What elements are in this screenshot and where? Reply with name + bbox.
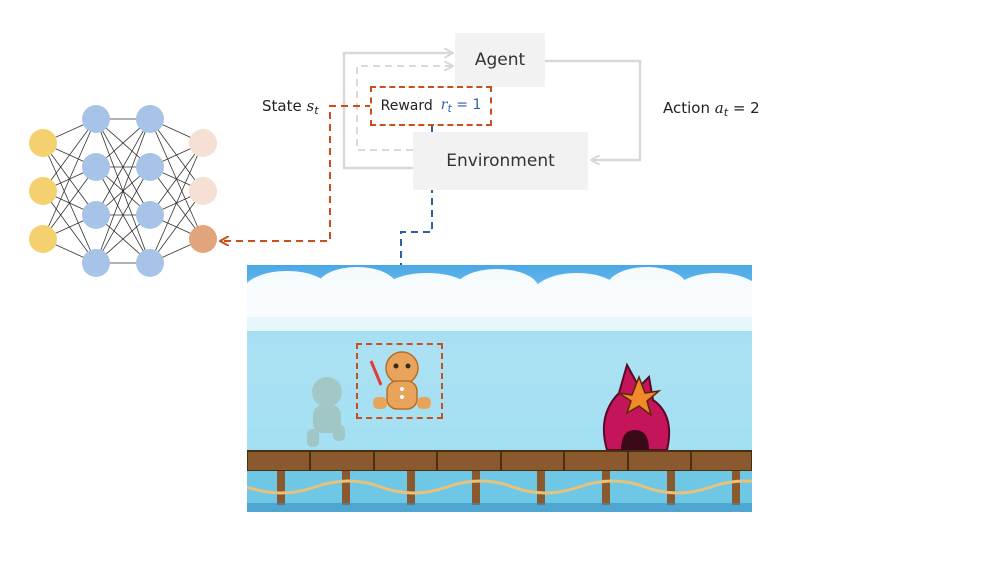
state-arrow: [221, 105, 372, 241]
bridge-posts: [277, 471, 740, 505]
hidden-node: [82, 249, 110, 277]
water-foam: [247, 503, 752, 512]
enemy-monster: [602, 362, 671, 451]
input-node: [29, 225, 57, 253]
hidden-node: [82, 201, 110, 229]
reward-equation: rt = 1: [440, 97, 482, 115]
network-edge: [149, 142, 204, 264]
network-edge: [149, 190, 204, 264]
output-node: [189, 177, 217, 205]
bridge-planks: [309, 451, 692, 471]
clouds: [247, 267, 752, 317]
horizon: [247, 317, 752, 331]
reward-label-box: Reward rt = 1: [370, 86, 492, 126]
ghost-cookie: [307, 377, 345, 447]
action-label: Action at = 2: [663, 99, 760, 119]
hidden-node: [136, 153, 164, 181]
hidden-node: [136, 249, 164, 277]
network-edge: [95, 166, 151, 264]
input-node: [29, 177, 57, 205]
agent-label: Agent: [474, 50, 526, 70]
network-edge: [95, 118, 151, 216]
network-edge: [42, 118, 97, 192]
output-node: [189, 129, 217, 157]
action-loop-line: [545, 59, 642, 160]
hidden-node: [136, 105, 164, 133]
network-edge: [42, 166, 97, 240]
bridge-rope: [247, 479, 752, 495]
neural-network: [29, 105, 217, 277]
bridge-deck: [247, 450, 752, 472]
state-label: State st: [262, 97, 319, 117]
agent-box: Agent: [455, 33, 545, 87]
player-highlight-box: [356, 343, 443, 419]
network-edge: [95, 118, 151, 264]
hidden-node: [136, 201, 164, 229]
reward-loop-line: [356, 66, 452, 151]
state-loop-line: [342, 53, 452, 170]
environment-label: Environment: [446, 151, 555, 171]
environment-box: Environment: [413, 132, 588, 190]
output-node: [189, 225, 217, 253]
player-cookie: [369, 351, 431, 410]
hidden-node: [82, 153, 110, 181]
network-edge: [149, 142, 204, 216]
input-node: [29, 129, 57, 157]
network-edge: [42, 118, 97, 240]
game-screenshot: [247, 265, 752, 512]
hidden-node: [82, 105, 110, 133]
